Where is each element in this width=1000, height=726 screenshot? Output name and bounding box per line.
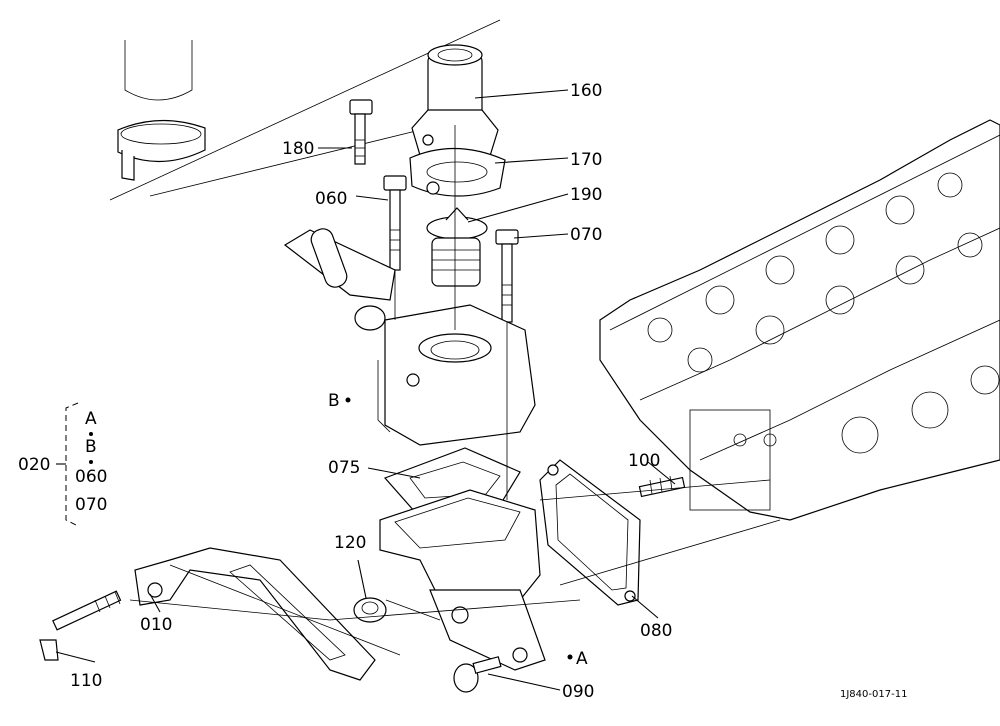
bolt-110 <box>39 590 122 661</box>
callout-070: 070 <box>570 225 602 245</box>
bolt-090 <box>453 656 502 693</box>
ref-label-b: B <box>328 391 340 411</box>
group-020-item-b: B <box>85 437 97 457</box>
ref-label-a: A <box>576 649 588 669</box>
bypass-pipe <box>283 228 396 331</box>
callout-180: 180 <box>282 139 314 159</box>
bolt-060 <box>383 175 407 271</box>
thermostat <box>426 207 488 287</box>
cylinder-head-gasket <box>539 459 641 606</box>
bolt-180 <box>349 99 373 165</box>
callout-010: 010 <box>140 615 172 635</box>
thermostat-housing <box>377 304 536 446</box>
ref-a-dot <box>567 654 573 660</box>
callout-190: 190 <box>570 185 602 205</box>
group-bracket-020 <box>56 402 93 527</box>
callout-160: 160 <box>570 81 602 101</box>
callout-080: 080 <box>640 621 672 641</box>
outlet-gasket <box>409 147 506 197</box>
callout-170: 170 <box>570 150 602 170</box>
callout-060: 060 <box>315 189 347 209</box>
stud-100 <box>638 475 686 498</box>
ref-b-dot <box>345 397 351 403</box>
alignment-lines <box>129 125 781 656</box>
leader-lines <box>55 89 676 691</box>
bracket-010 <box>134 547 376 681</box>
cylinder-head <box>599 119 1000 521</box>
water-flange <box>379 489 546 671</box>
callout-075: 075 <box>328 458 360 478</box>
figure-code: 1J840-017-11 <box>840 689 907 700</box>
callout-110: 110 <box>70 671 102 691</box>
callout-090: 090 <box>562 682 594 702</box>
callout-120: 120 <box>334 533 366 553</box>
group-020-item-060: 060 <box>75 467 107 487</box>
group-020-item-a: A <box>85 409 97 429</box>
callout-100: 100 <box>628 451 660 471</box>
callout-020: 020 <box>18 455 50 475</box>
bolt-070 <box>495 229 519 323</box>
group-020-item-070: 070 <box>75 495 107 515</box>
spacer-120 <box>353 597 387 623</box>
